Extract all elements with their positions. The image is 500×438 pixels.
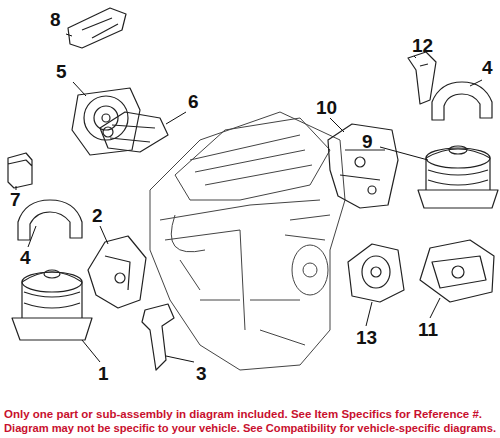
- bolt-part: [355, 157, 365, 167]
- callout-number: 3: [196, 364, 207, 383]
- bolt-part: [115, 273, 125, 283]
- disclaimer-note: Diagram may not be specific to your vehi…: [4, 422, 496, 435]
- callout-number: 7: [10, 190, 21, 209]
- mount-part: [72, 88, 140, 155]
- strap-part: [18, 200, 82, 240]
- callout-number: 9: [362, 132, 373, 151]
- bracket-part: [100, 112, 168, 152]
- callout-number: 4: [20, 248, 31, 267]
- bracket-part: [408, 52, 436, 104]
- disclaimer-note: Only one part or sub-assembly in diagram…: [4, 408, 482, 421]
- callout-number: 6: [188, 92, 199, 111]
- stopper-part: [8, 153, 32, 188]
- callout-number: 13: [356, 328, 377, 347]
- engine-drawing: [150, 112, 345, 370]
- callout-number: 1: [98, 364, 109, 383]
- mount-part: [348, 244, 404, 302]
- strap-part: [432, 82, 492, 120]
- bracket-part: [88, 236, 146, 308]
- callout-number: 11: [418, 320, 438, 339]
- mount-part: [418, 146, 498, 208]
- bracket-part: [328, 124, 398, 208]
- callout-number: 4: [482, 58, 493, 77]
- bolt-part: [103, 127, 113, 137]
- mount-part: [12, 270, 92, 340]
- leader-line: [16, 34, 482, 362]
- bracket-part: [142, 304, 174, 370]
- bracket-part: [68, 8, 126, 48]
- callout-number: 8: [50, 10, 61, 29]
- mount-part: [420, 240, 494, 302]
- callout-number: 5: [56, 62, 67, 81]
- callout-number: 10: [316, 98, 337, 117]
- callout-number: 12: [412, 36, 433, 55]
- callout-number: 2: [92, 206, 103, 225]
- bolt-part: [368, 186, 376, 194]
